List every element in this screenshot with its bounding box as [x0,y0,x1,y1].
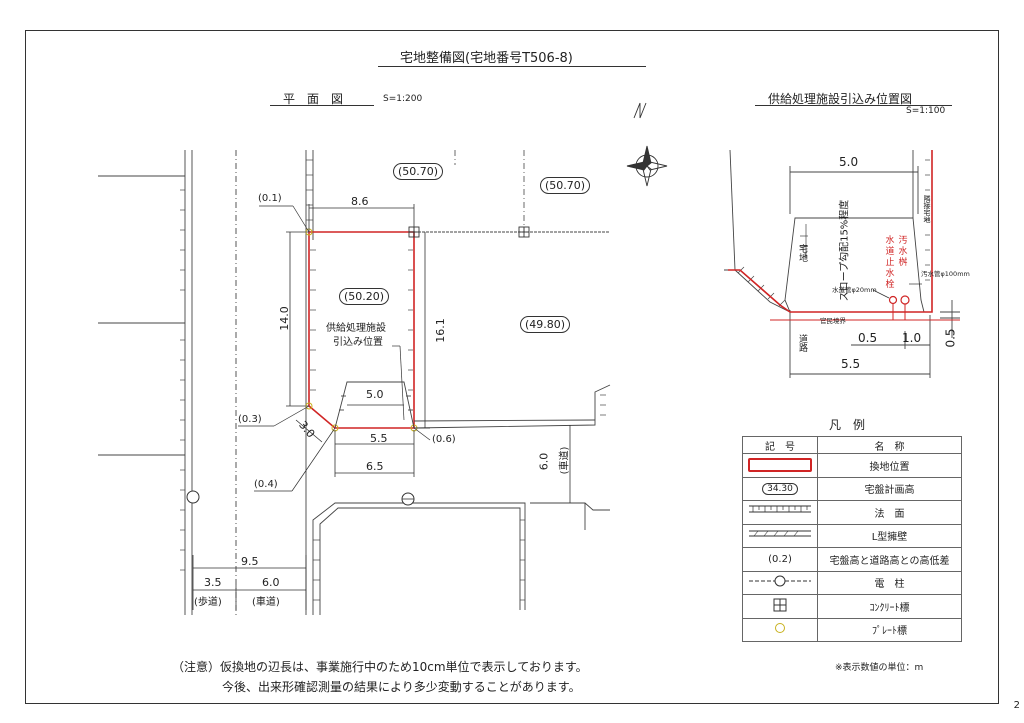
legend-name: 宅盤高と道路高との高低差 [817,547,962,572]
carriage-label: (車道) [252,597,280,608]
height-badge: 34.30 [762,482,798,495]
neighbor-area-2: (50.70) [540,177,591,194]
dim-sidewalk: 3.5 [204,576,222,589]
legend-row: ｺﾝｸﾘｰﾄ標 [742,594,962,619]
wv-char-5: 栓 [885,280,895,290]
level-diff-4: (0.6) [432,434,456,445]
legend-name: ｺﾝｸﾘｰﾄ標 [817,594,962,619]
legend-row: 法 面 [742,500,962,525]
legend-table: 記 号 名 称 換地位置 34.30 宅盤計画高 法 面 L型擁壁 (0.2) … [742,436,962,642]
legend-row: ﾌﾟﾚｰﾄ標 [742,617,962,642]
diff-sample: (0.2) [742,547,818,572]
legend-col-symbol: 記 号 [742,436,818,454]
sidewalk-label: (歩道) [194,597,222,608]
plan-scale: S=1:200 [383,94,423,104]
legend-name: 法 面 [817,500,962,525]
legend-title: 凡 例 [829,418,866,432]
title-underline [378,66,646,67]
neighbor-area-3: (49.80) [520,316,571,333]
drawing-title: 宅地整備図(宅地番号T506-8) [400,51,573,66]
dim-carriage: 6.0 [262,576,280,589]
legend-row: (0.2) 宅盤高と道路高との高低差 [742,547,962,572]
legend-row: 電 柱 [742,570,962,595]
lot-area: (50.20) [339,288,390,305]
legend-row: 換地位置 [742,453,962,478]
supply-dim-3: 0.5 [943,328,958,348]
sewer-pipe-label: 汚水管φ100mm [921,270,970,278]
note-line-2: 今後、出来形確認測量の結果により多少変動することがあります。 [222,680,581,694]
neighbor-area-1: (50.70) [393,163,444,180]
drawing-frame [25,30,999,704]
legend-name: 換地位置 [817,453,962,478]
concrete-marker [408,226,530,238]
legend-name: ﾌﾟﾚｰﾄ標 [817,617,962,642]
sb-char-3: 桝 [898,258,908,268]
wv-char-2: 道 [885,247,895,257]
water-valve-icon [888,295,898,305]
road-edge-hatch [313,394,606,601]
neighbor-label: 隣接宅地 [923,195,931,223]
dim-inner: 5.0 [366,388,384,401]
lot-slope-hatch [310,249,413,391]
legend-name: 宅盤計画高 [817,476,962,501]
leader-lines [238,205,431,492]
level-diff-3: (0.4) [254,479,278,490]
level-diff-2: (0.3) [238,414,262,425]
water-valve-label: 水 道 止 水 栓 [885,236,895,291]
dim-top: 8.6 [351,195,369,208]
plate-marker-icon [775,623,785,634]
boundary-label: 官民境界 [820,317,846,325]
slope-icon [749,505,811,513]
site-label: 宅地 [797,244,807,262]
legend-col-name: 名 称 [817,436,962,454]
concrete-marker-icon [773,598,787,612]
legend-name: L型擁壁 [817,523,962,548]
road-edge-right [312,384,611,615]
exchange-lot-boundary [308,231,415,429]
slope-hatch-road [306,159,313,221]
supply-dim-2: 1.0 [902,331,922,345]
wv-char-3: 止 [885,258,895,268]
supply-top-dim: 5.0 [839,155,859,169]
supply-dim-4: 5.5 [841,357,861,371]
legend-header-row: 記 号 名 称 [742,436,962,454]
supply-boundary [728,150,933,313]
dimension-lines [192,204,571,610]
dim-lower: 6.5 [366,460,384,473]
note-line-1: （注意）仮換地の辺長は、事業施行中のため10cm単位で表示しております。 [172,660,588,674]
facility-label-line1: 供給処理施設 [326,323,386,334]
red-rect-icon [748,458,812,473]
sewer-box-label: 汚 水 桝 [898,236,908,269]
retaining-wall-icon [749,530,811,537]
plan-heading: 平 面 図 [283,92,344,106]
sb-char-2: 水 [898,247,908,257]
supply-heading-underline [755,105,952,106]
page-number: 2 [1013,700,1020,711]
level-diff-1: (0.1) [258,193,282,204]
water-pipe-label: 水道管φ20mm [832,286,877,294]
wv-char-4: 水 [885,269,895,279]
plan-heading-underline [270,105,374,106]
dim-bottom: 5.5 [370,432,388,445]
wv-char-1: 水 [885,236,895,246]
supply-heading: 供給処理施設引込み位置図 [768,92,913,106]
utility-pole-icon [749,575,811,587]
facility-label-line2: 引込み位置 [333,337,383,348]
supply-dim-1: 0.5 [858,331,878,345]
road-label: 道路 [797,334,807,352]
legend-row: L型擁壁 [742,523,962,548]
slope-hatch-left [180,189,185,571]
sewer-box-icon [900,295,910,305]
sb-char-1: 汚 [898,236,908,246]
driveway-slope [334,381,415,429]
legend-row: 34.30 宅盤計画高 [742,476,962,501]
units-note: ※表示数値の単位：m [835,663,924,673]
dim-total: 9.5 [241,555,259,568]
north-arrow-icon [626,102,668,187]
supply-scale: S=1:100 [906,106,946,116]
legend-name: 電 柱 [817,570,962,595]
